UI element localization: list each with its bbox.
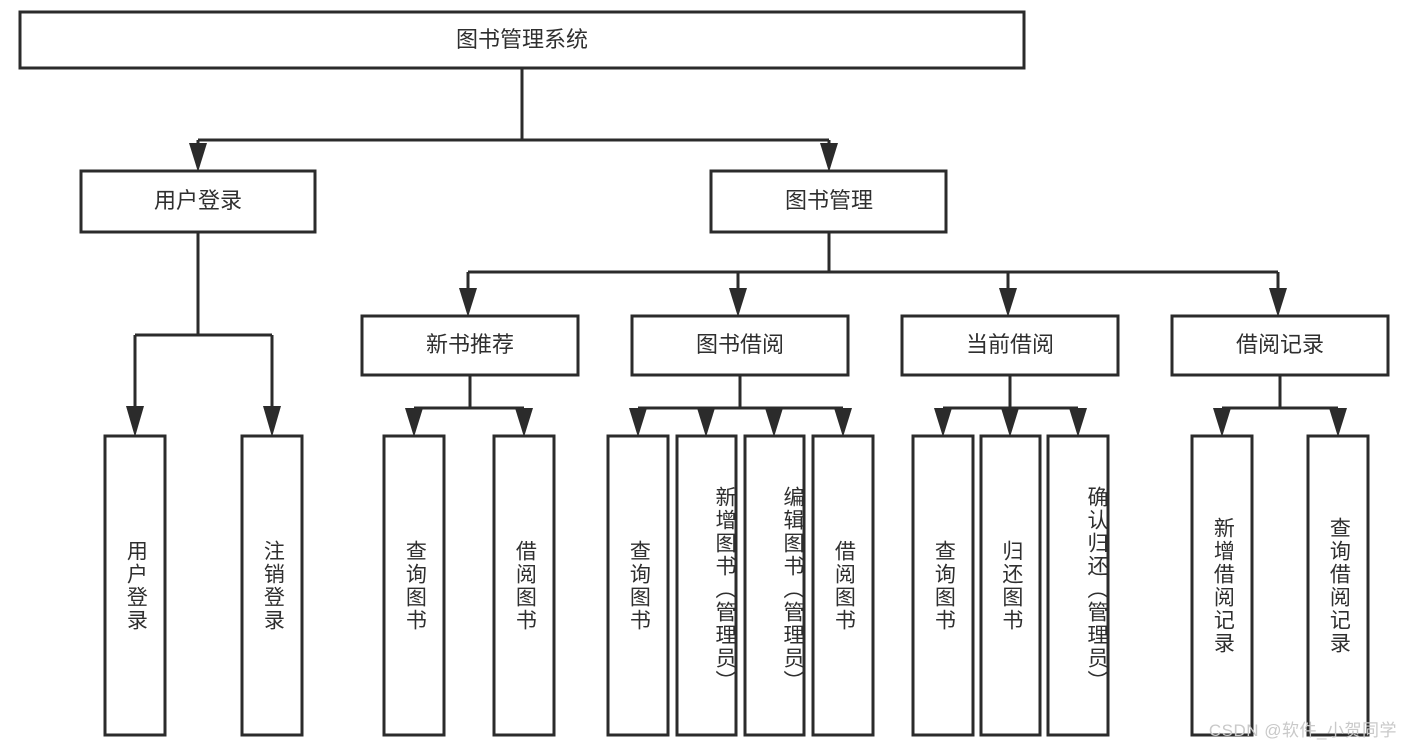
node-user-login-label: 用户登录 [154, 188, 242, 213]
connector-group-book-borrow [629, 375, 852, 437]
arrow-borrow-leaf-3 [765, 408, 783, 437]
leaf-box-book-borrow-3[interactable] [743, 434, 806, 737]
node-book-manage-label: 图书管理 [785, 188, 873, 213]
connector-group-book-manage [459, 232, 1287, 317]
arrow-book-to-l3-2 [729, 288, 747, 317]
arrow-newbook-leaf-2 [515, 408, 533, 437]
arrow-newbook-leaf-1 [405, 408, 423, 437]
node-new-book-recommend-label: 新书推荐 [426, 332, 514, 357]
arrow-user-leaf-2 [263, 406, 281, 437]
node-book-manage-box[interactable] [709, 169, 948, 234]
leaf-box-book-borrow-2[interactable] [675, 434, 738, 737]
connector-group-new-book [405, 375, 533, 437]
leaf-box-current-borrow-2[interactable] [979, 434, 1042, 737]
leaf-box-current-borrow-3[interactable] [1046, 434, 1110, 737]
leaf-box-borrow-record-1[interactable] [1190, 434, 1254, 737]
leaf-box-book-borrow-4[interactable] [811, 434, 875, 737]
leaf-box-user-login-2[interactable] [240, 434, 304, 737]
csdn-watermark: CSDN @软件_小贺同学 [1208, 721, 1397, 740]
node-current-borrow[interactable]: 当前借阅 [900, 314, 1120, 377]
arrow-borrow-leaf-1 [629, 408, 647, 437]
arrow-borrow-leaf-2 [697, 408, 715, 437]
node-user-login[interactable]: 用户登录 [79, 169, 317, 234]
node-root-box[interactable] [18, 10, 1026, 70]
connector-group-root [189, 68, 838, 172]
node-new-book-recommend-box[interactable] [360, 314, 580, 377]
node-borrow-record-label: 借阅记录 [1236, 332, 1324, 357]
node-borrow-record[interactable]: 借阅记录 [1170, 314, 1390, 377]
node-borrow-record-box[interactable] [1170, 314, 1390, 377]
arrow-user-leaf-1 [126, 406, 144, 437]
arrow-borrow-leaf-4 [834, 408, 852, 437]
arrow-record-leaf-2 [1329, 408, 1347, 437]
connector-group-borrow-record [1213, 375, 1347, 437]
arrow-book-to-l3-1 [459, 288, 477, 317]
node-book-manage[interactable]: 图书管理 [709, 169, 948, 234]
arrow-book-to-l3-3 [999, 288, 1017, 317]
arrow-current-leaf-2 [1001, 408, 1019, 437]
connector-group-user-login [126, 232, 281, 437]
arrow-book-to-l3-4 [1269, 288, 1287, 317]
arrow-current-leaf-1 [934, 408, 952, 437]
arrow-root-to-book [820, 143, 838, 172]
node-root[interactable]: 图书管理系统 [18, 10, 1026, 70]
node-book-borrow-box[interactable] [630, 314, 850, 377]
leaf-box-user-login-1[interactable] [103, 434, 167, 737]
leaf-box-new-book-1[interactable] [382, 434, 446, 737]
arrow-current-leaf-3 [1069, 408, 1087, 437]
node-book-borrow[interactable]: 图书借阅 [630, 314, 850, 377]
leaf-box-book-borrow-1[interactable] [606, 434, 670, 737]
leaf-box-new-book-2[interactable] [492, 434, 556, 737]
node-user-login-box[interactable] [79, 169, 317, 234]
arrow-record-leaf-1 [1213, 408, 1231, 437]
node-current-borrow-box[interactable] [900, 314, 1120, 377]
node-current-borrow-label: 当前借阅 [966, 332, 1054, 357]
node-new-book-recommend[interactable]: 新书推荐 [360, 314, 580, 377]
leaf-box-borrow-record-2[interactable] [1306, 434, 1370, 737]
arrow-root-to-user [189, 143, 207, 172]
node-book-borrow-label: 图书借阅 [696, 332, 784, 357]
node-root-label: 图书管理系统 [456, 27, 588, 52]
connector-group-current-borrow [934, 375, 1087, 437]
leaf-box-current-borrow-1[interactable] [911, 434, 975, 737]
